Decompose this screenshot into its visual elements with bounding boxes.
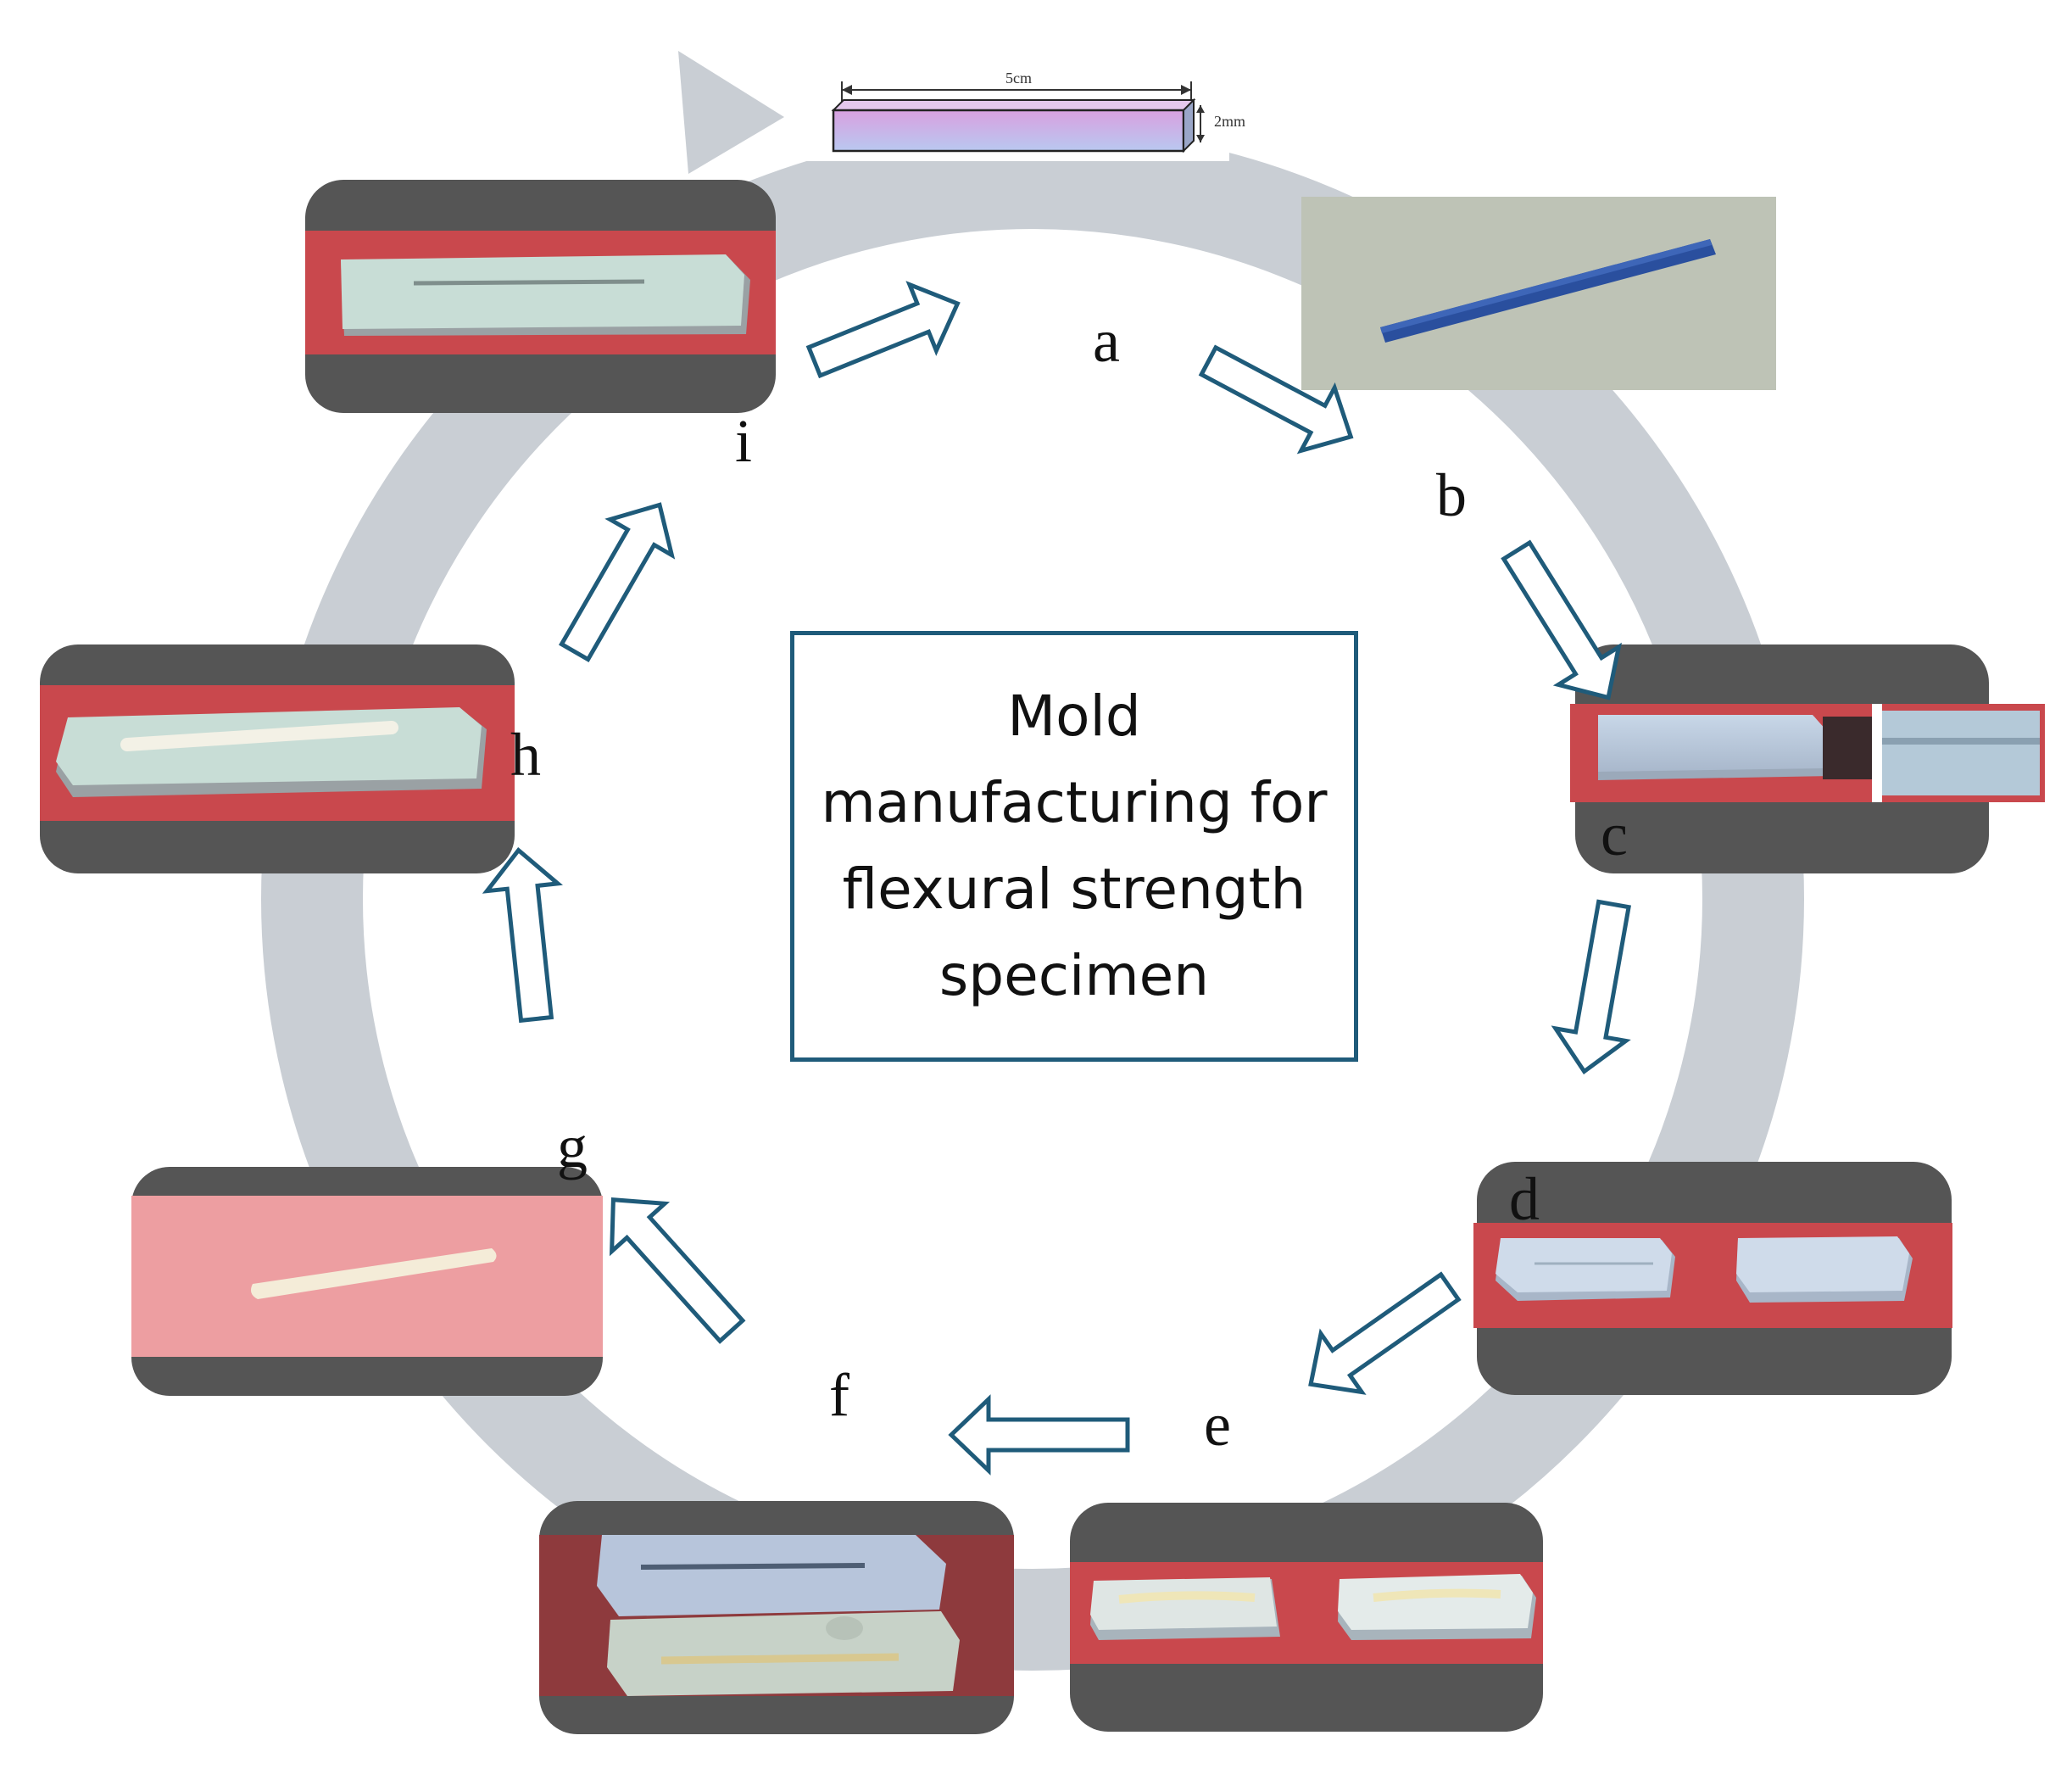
step-label-d: d <box>1509 1165 1540 1233</box>
photo-step-i <box>305 180 776 413</box>
step-label-g: g <box>557 1113 588 1180</box>
photo-step-e <box>1070 1503 1543 1732</box>
arrow-i-to-a <box>805 281 961 379</box>
arrow-d-to-e <box>1308 1271 1462 1395</box>
title-box: Mold manufacturing for flexural strength… <box>790 631 1358 1062</box>
specimen-dimension-bar <box>831 81 1205 153</box>
photo-step-h <box>40 644 515 873</box>
step-label-f: f <box>829 1361 849 1429</box>
thickness-dimension-label: 2mm <box>1214 113 1246 130</box>
step-label-b: b <box>1436 461 1467 529</box>
photo-step-c <box>1570 644 2045 873</box>
photo-step-d <box>1473 1162 1952 1395</box>
diagram-title: Mold manufacturing for flexural strength… <box>821 684 1328 1008</box>
arrow-e-to-f <box>948 1394 1130 1476</box>
step-label-a: a <box>1093 307 1120 375</box>
photo-step-g <box>131 1167 603 1396</box>
step-label-c: c <box>1601 801 1628 868</box>
photo-step-f <box>539 1501 1014 1734</box>
arrow-a-to-b <box>1198 344 1354 455</box>
arrow-f-to-g <box>609 1197 746 1344</box>
arrow-c-to-d <box>1551 899 1631 1075</box>
photo-step-a <box>1301 197 1776 390</box>
arrow-b-to-c <box>1501 539 1622 700</box>
step-label-e: e <box>1204 1391 1231 1459</box>
arrow-h-to-i <box>558 502 676 663</box>
step-arrows <box>482 281 1631 1476</box>
length-dimension-label: 5cm <box>1005 70 1032 86</box>
arrow-g-to-h <box>482 846 563 1024</box>
step-label-i: i <box>734 407 753 475</box>
step-label-h: h <box>510 721 541 789</box>
